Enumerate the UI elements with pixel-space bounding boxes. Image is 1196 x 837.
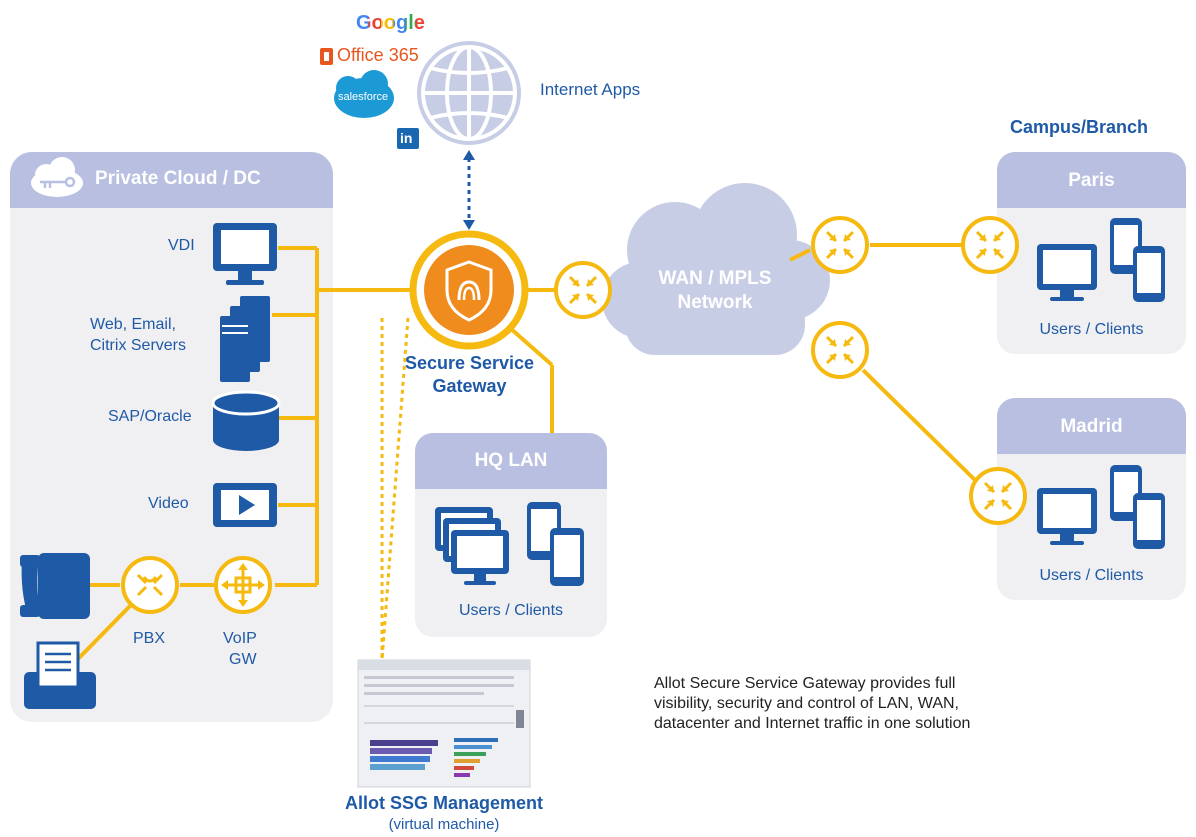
paris-users-caption: Users / Clients bbox=[1039, 321, 1144, 338]
servers-icon bbox=[220, 296, 270, 382]
sap-oracle-label: SAP/Oracle bbox=[108, 408, 192, 425]
wan-label-line1: WAN / MPLS bbox=[658, 268, 772, 289]
citrix-servers-label: Citrix Servers bbox=[90, 337, 187, 354]
paris-title: Paris bbox=[1068, 170, 1115, 191]
pbx-switch-icon bbox=[121, 556, 179, 614]
paris-header bbox=[997, 152, 1186, 208]
cloud-key-icon bbox=[31, 157, 83, 197]
description-line3: datacenter and Internet traffic in one s… bbox=[654, 715, 971, 732]
description-line1: Allot Secure Service Gateway provides fu… bbox=[654, 675, 956, 692]
paris-devices-icon bbox=[1037, 218, 1165, 302]
madrid-users-caption: Users / Clients bbox=[1039, 567, 1144, 584]
internet-apps-label: Internet Apps bbox=[540, 80, 641, 99]
office365-logo bbox=[320, 48, 333, 65]
campus-branch-heading: Campus/Branch bbox=[1010, 117, 1149, 137]
video-label: Video bbox=[148, 495, 189, 512]
globe-icon bbox=[417, 41, 521, 145]
mgmt-subtitle: (virtual machine) bbox=[388, 816, 500, 833]
google-logo: Google bbox=[356, 12, 425, 35]
madrid-devices-icon bbox=[1037, 465, 1165, 549]
ssg-label-line1: Secure Service bbox=[404, 353, 535, 373]
wan-router-icon bbox=[554, 261, 612, 319]
connection-lines bbox=[75, 243, 977, 662]
hq-mobile-icon bbox=[527, 502, 584, 586]
pbx-label: PBX bbox=[133, 630, 166, 647]
paris-router-icon bbox=[961, 216, 1019, 274]
ssg-label-line2: Gateway bbox=[432, 376, 507, 396]
vdi-label: VDI bbox=[168, 237, 195, 254]
madrid-edge-router-icon bbox=[811, 321, 869, 379]
linkedin-logo-text: in bbox=[400, 130, 413, 146]
hq-lan-header bbox=[415, 433, 607, 489]
google-logo-text: Google bbox=[356, 12, 425, 34]
madrid-header bbox=[997, 398, 1186, 454]
salesforce-logo bbox=[334, 70, 394, 118]
phone-icon bbox=[20, 553, 90, 619]
voip-gw-label: GW bbox=[229, 651, 257, 668]
database-icon bbox=[211, 390, 281, 451]
office365-logo-text: Office 365 bbox=[337, 45, 419, 65]
private-cloud-title: Private Cloud / DC bbox=[95, 168, 261, 189]
madrid-title: Madrid bbox=[1060, 416, 1123, 437]
mgmt-title: Allot SSG Management bbox=[344, 793, 544, 813]
paris-edge-router-icon bbox=[811, 216, 869, 274]
voip-gateway-icon bbox=[214, 556, 272, 614]
hq-monitors-icon bbox=[435, 507, 509, 585]
hq-lan-title: HQ LAN bbox=[474, 450, 548, 471]
vdi-monitor-icon bbox=[213, 223, 277, 285]
linkedin-logo bbox=[397, 128, 419, 149]
hq-users-caption: Users / Clients bbox=[458, 602, 564, 619]
description-line2: visibility, security and control of LAN,… bbox=[654, 695, 959, 712]
wan-cloud-shape bbox=[602, 183, 830, 355]
madrid-router-icon bbox=[969, 467, 1027, 525]
secure-service-gateway-icon bbox=[409, 230, 529, 350]
voip-label: VoIP bbox=[223, 630, 257, 647]
management-link bbox=[380, 317, 410, 661]
wan-label-line2: Network bbox=[677, 292, 753, 313]
salesforce-logo-text: salesforce bbox=[338, 91, 389, 103]
video-icon bbox=[213, 483, 277, 527]
web-email-label: Web, Email, bbox=[90, 316, 176, 333]
management-screenshot bbox=[357, 659, 531, 788]
fax-icon bbox=[24, 641, 96, 709]
